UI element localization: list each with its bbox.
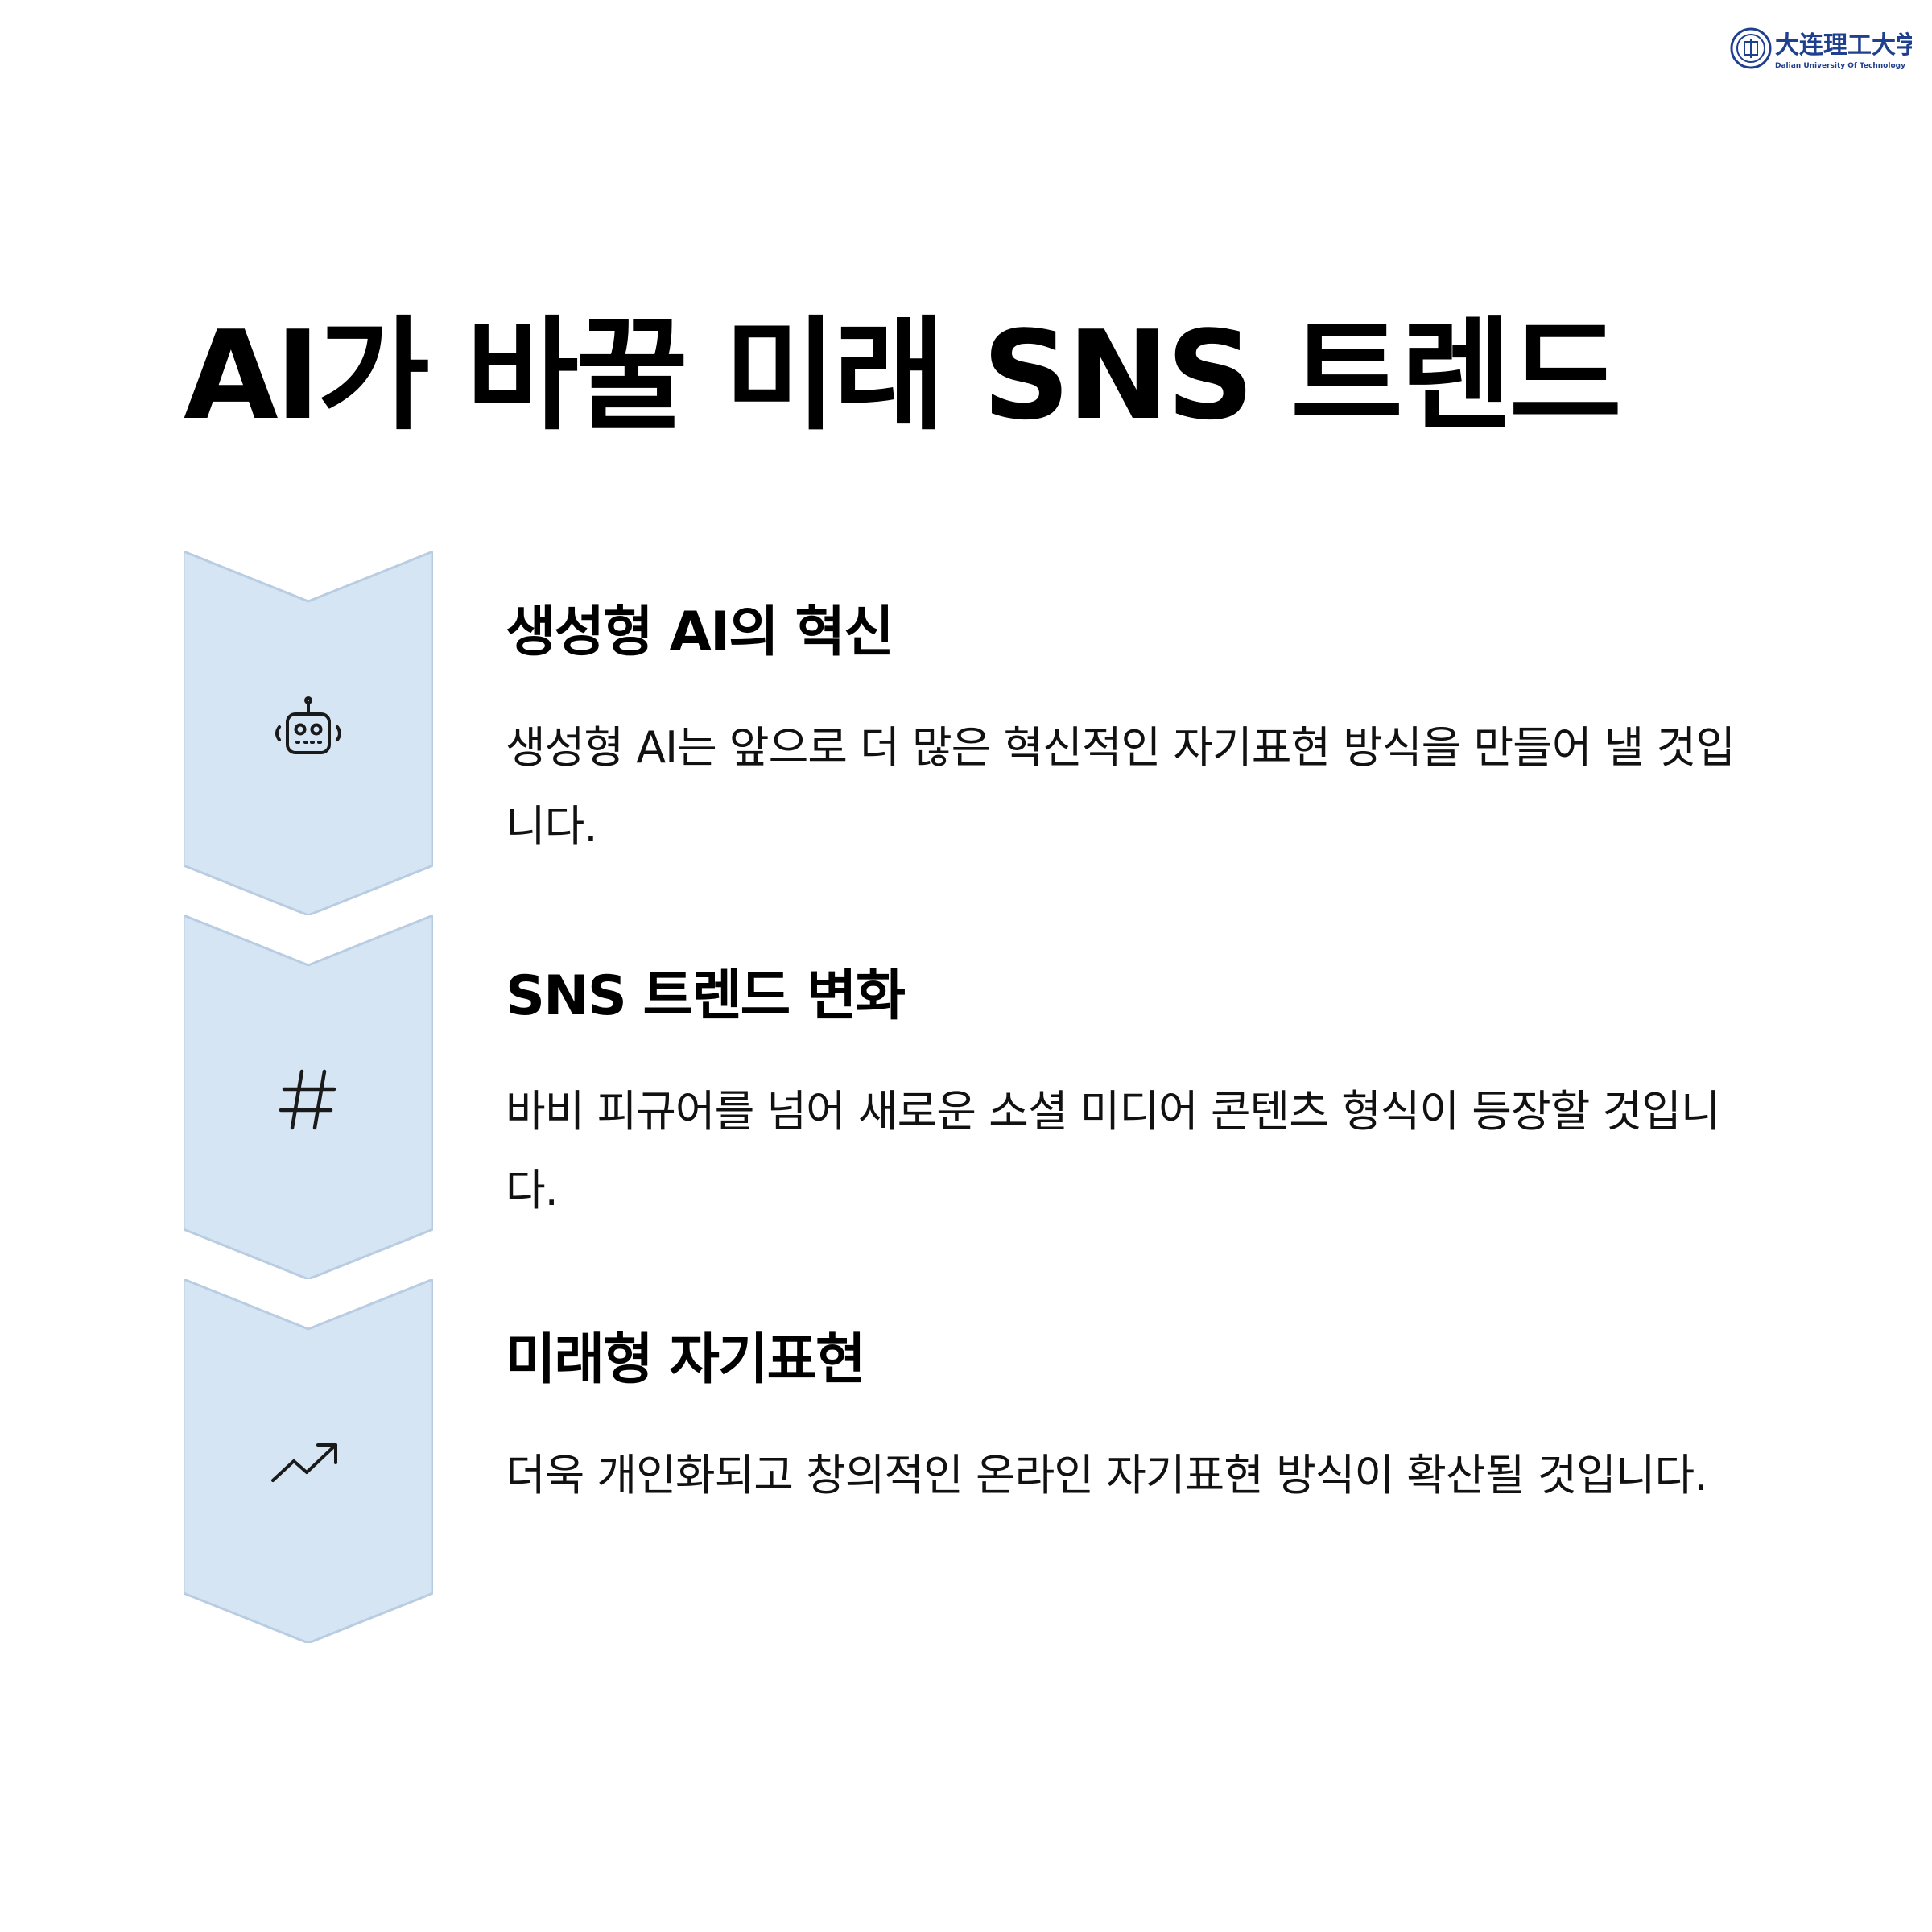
logo-chinese-name: 大连理工大学 xyxy=(1775,31,1912,60)
hashtag-icon xyxy=(279,1069,336,1130)
step-2-chevron xyxy=(184,915,433,1279)
step-2-title: SNS 트렌드 변화 xyxy=(506,964,906,1028)
step-2-description: 바비 피규어를 넘어 새로운 소셜 미디어 콘텐츠 형식이 등장할 것입니다. xyxy=(506,1086,1721,1216)
university-logo: 大连理工大学 Dalian University Of Technology xyxy=(1730,27,1912,70)
step-1-title: 생성형 AI의 혁신 xyxy=(506,601,894,664)
step-3-title: 미래형 자기표현 xyxy=(506,1328,866,1392)
step-3-description: 더욱 개인화되고 창의적인 온라인 자기표현 방식이 확산될 것입니다. xyxy=(506,1450,1707,1501)
page-title: AI가 바꿀 미래 SNS 트렌드 xyxy=(184,304,1622,447)
step-3-chevron xyxy=(184,1279,433,1643)
robot-icon xyxy=(275,696,341,754)
logo-english-name: Dalian University Of Technology xyxy=(1775,62,1905,70)
university-seal-icon xyxy=(1730,27,1772,69)
trending-up-icon xyxy=(271,1443,337,1482)
step-1-chevron xyxy=(184,551,433,915)
step-1-description: 생성형 AI는 앞으로 더 많은 혁신적인 자기표현 방식을 만들어 낼 것입니… xyxy=(506,722,1736,852)
